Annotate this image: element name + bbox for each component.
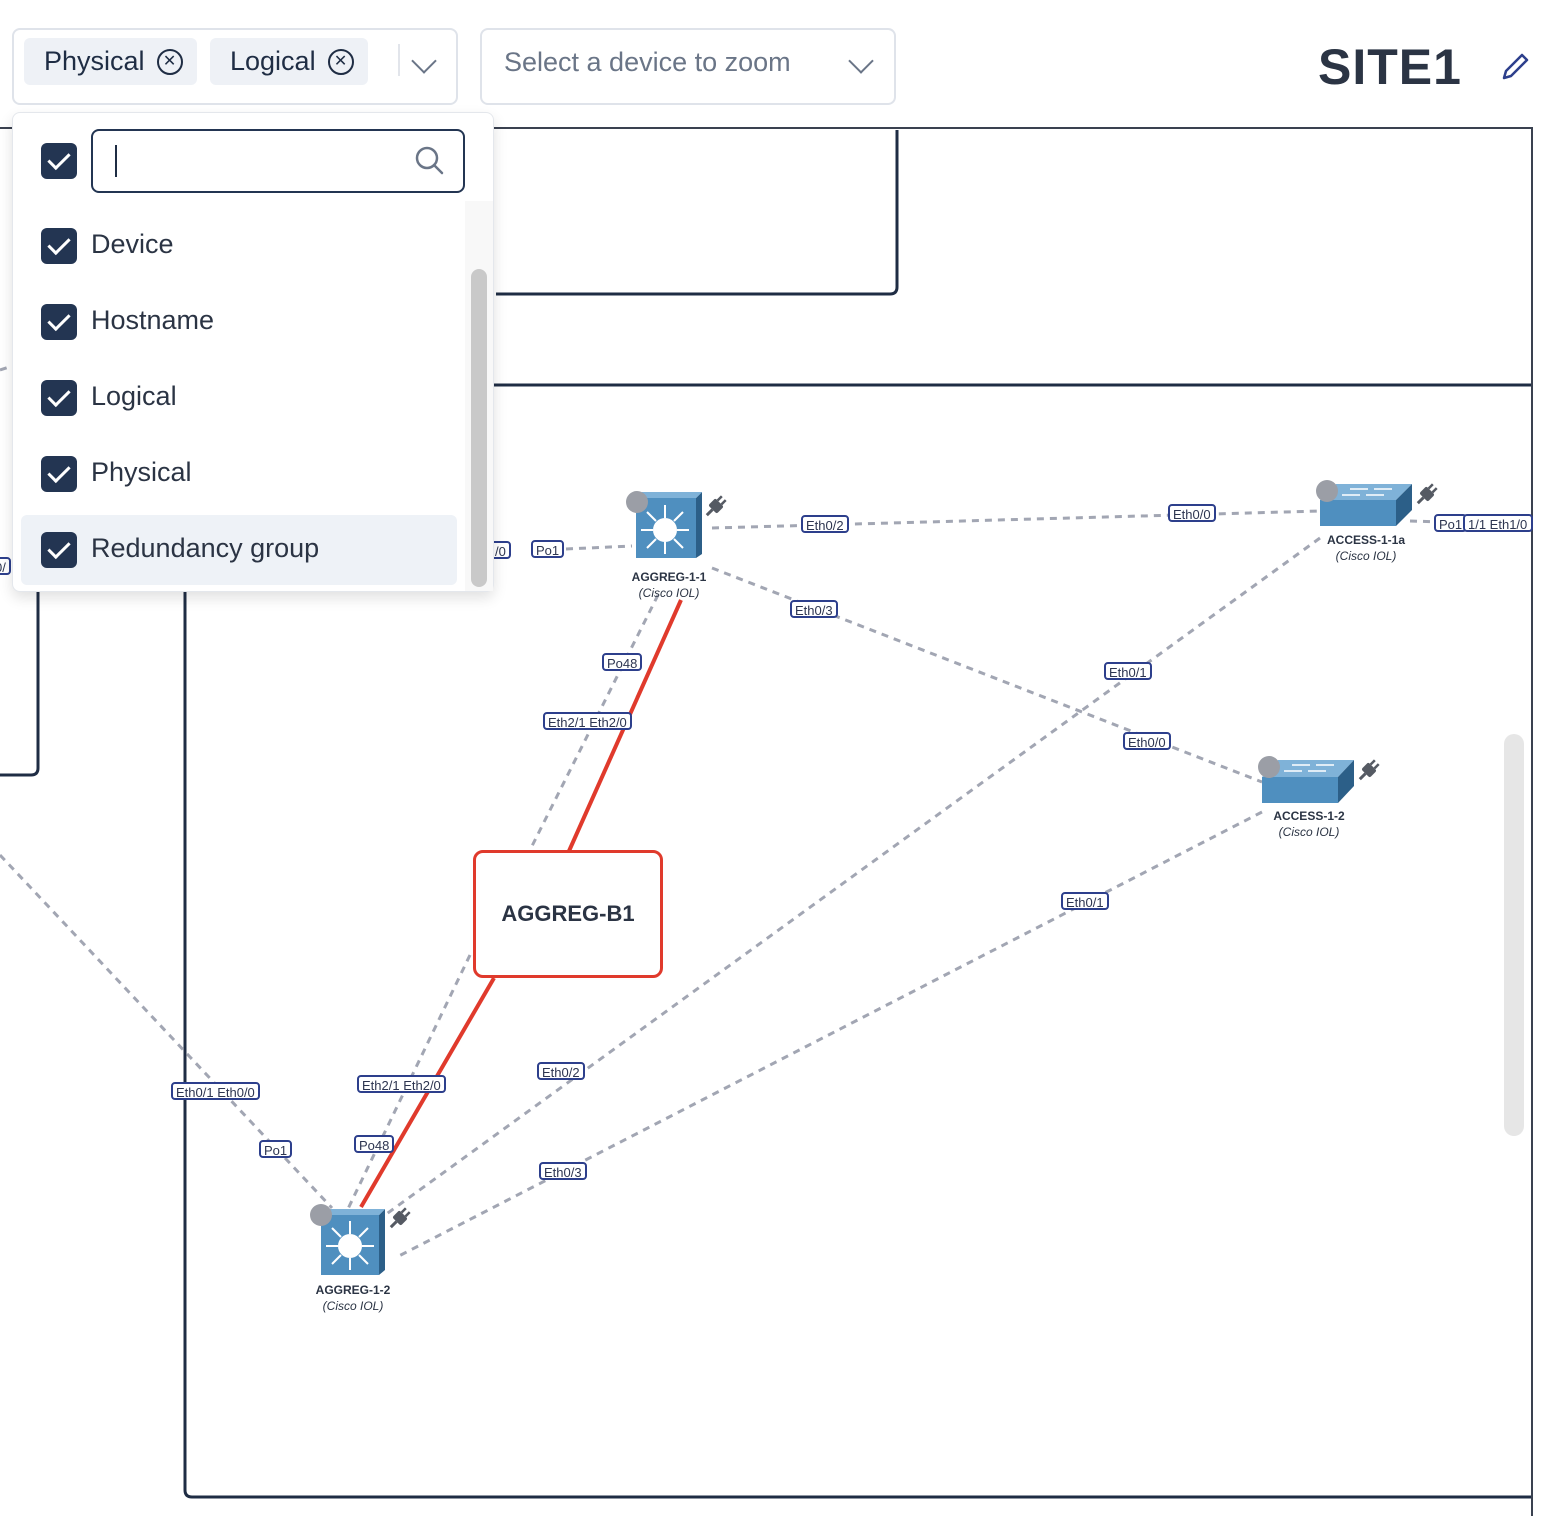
port-label: /0 bbox=[490, 541, 511, 559]
option-hostname[interactable]: Hostname bbox=[21, 287, 457, 357]
text-caret bbox=[115, 145, 117, 177]
option-label: Redundancy group bbox=[91, 533, 320, 563]
page-title: SITE1 bbox=[1318, 39, 1462, 95]
port-label: Eth0/0 bbox=[1123, 732, 1171, 750]
port-label: Eth0/2 bbox=[537, 1062, 585, 1080]
zoom-device-select[interactable]: Select a device to zoom bbox=[480, 28, 896, 105]
chip-label: Physical bbox=[44, 46, 145, 76]
search-icon bbox=[415, 146, 444, 175]
checkbox[interactable] bbox=[41, 380, 77, 416]
port-label: Po1 bbox=[259, 1140, 293, 1158]
zoom-placeholder: Select a device to zoom bbox=[504, 47, 791, 77]
device-type: (Cisco IOL) bbox=[1278, 825, 1340, 839]
select-all-checkbox[interactable] bbox=[41, 143, 77, 179]
port-label: Eth0/0 bbox=[1168, 504, 1216, 522]
remove-chip-icon[interactable]: ✕ bbox=[327, 48, 354, 75]
redundancy-group-box[interactable]: AGGREG-B1 bbox=[473, 850, 663, 978]
filter-dropdown: Device Hostname Logical Physical Redunda… bbox=[12, 112, 494, 592]
checkbox[interactable] bbox=[41, 532, 77, 568]
layer-filter-select[interactable]: Physical ✕ Logical ✕ bbox=[12, 28, 458, 105]
device-type: (Cisco IOL) bbox=[638, 586, 700, 600]
pencil-icon[interactable] bbox=[1498, 50, 1532, 84]
port-label: Eth0/3 bbox=[539, 1162, 587, 1180]
device-name: AGGREG-1-1 bbox=[631, 570, 707, 584]
port-label: Po48 bbox=[354, 1135, 395, 1153]
port-label: Po48 bbox=[602, 653, 643, 671]
option-label: Device bbox=[91, 229, 174, 259]
device-type: (Cisco IOL) bbox=[322, 1299, 384, 1313]
device-name: ACCESS-1-1a bbox=[1326, 533, 1406, 547]
port-label: Eth0/2 bbox=[801, 515, 849, 533]
port-label: 1/1 Eth1/0 bbox=[1463, 514, 1533, 532]
filter-search-input[interactable] bbox=[91, 129, 465, 193]
checkbox[interactable] bbox=[41, 456, 77, 492]
chip-physical: Physical ✕ bbox=[24, 38, 197, 85]
device-name: ACCESS-1-2 bbox=[1273, 809, 1345, 823]
port-label: Eth0/1 Eth0/0 bbox=[171, 1082, 260, 1100]
checkbox[interactable] bbox=[41, 304, 77, 340]
device-name: AGGREG-1-2 bbox=[315, 1283, 391, 1297]
device-type: (Cisco IOL) bbox=[1335, 549, 1397, 563]
canvas-scrollbar[interactable] bbox=[1504, 734, 1524, 1136]
remove-chip-icon[interactable]: ✕ bbox=[156, 48, 183, 75]
aggreg-1-2-device[interactable] bbox=[310, 1204, 385, 1275]
port-label: Eth2/1 Eth2/0 bbox=[357, 1075, 446, 1093]
option-label: Hostname bbox=[91, 305, 215, 335]
topology-canvas[interactable] bbox=[0, 127, 1533, 1516]
power-plug-icon bbox=[389, 483, 1438, 1229]
port-label: Eth0/1 bbox=[1104, 662, 1152, 680]
divider bbox=[398, 44, 400, 76]
option-physical[interactable]: Physical bbox=[21, 439, 457, 509]
option-logical[interactable]: Logical bbox=[21, 363, 457, 433]
chip-logical: Logical ✕ bbox=[210, 38, 368, 85]
port-label: Eth0/1 bbox=[1061, 892, 1109, 910]
option-label: Logical bbox=[91, 381, 177, 411]
option-label: Physical bbox=[91, 457, 192, 487]
chip-label: Logical bbox=[230, 46, 316, 76]
port-label: 0/ bbox=[0, 557, 11, 575]
port-label: Po1 bbox=[531, 540, 565, 558]
checkbox[interactable] bbox=[41, 228, 77, 264]
access-1-1a-device[interactable] bbox=[1316, 480, 1412, 526]
port-label: Eth2/1 Eth2/0 bbox=[543, 712, 632, 730]
group-label: AGGREG-B1 bbox=[501, 901, 635, 926]
dropdown-scroll-thumb[interactable] bbox=[471, 269, 487, 587]
access-1-2-device[interactable] bbox=[1258, 756, 1354, 803]
port-label: Eth0/3 bbox=[790, 600, 838, 618]
aggreg-1-1-device[interactable] bbox=[626, 491, 702, 558]
option-device[interactable]: Device bbox=[21, 211, 457, 281]
option-redundancy-group[interactable]: Redundancy group bbox=[21, 515, 457, 585]
port-label: Po1 bbox=[1434, 514, 1468, 532]
